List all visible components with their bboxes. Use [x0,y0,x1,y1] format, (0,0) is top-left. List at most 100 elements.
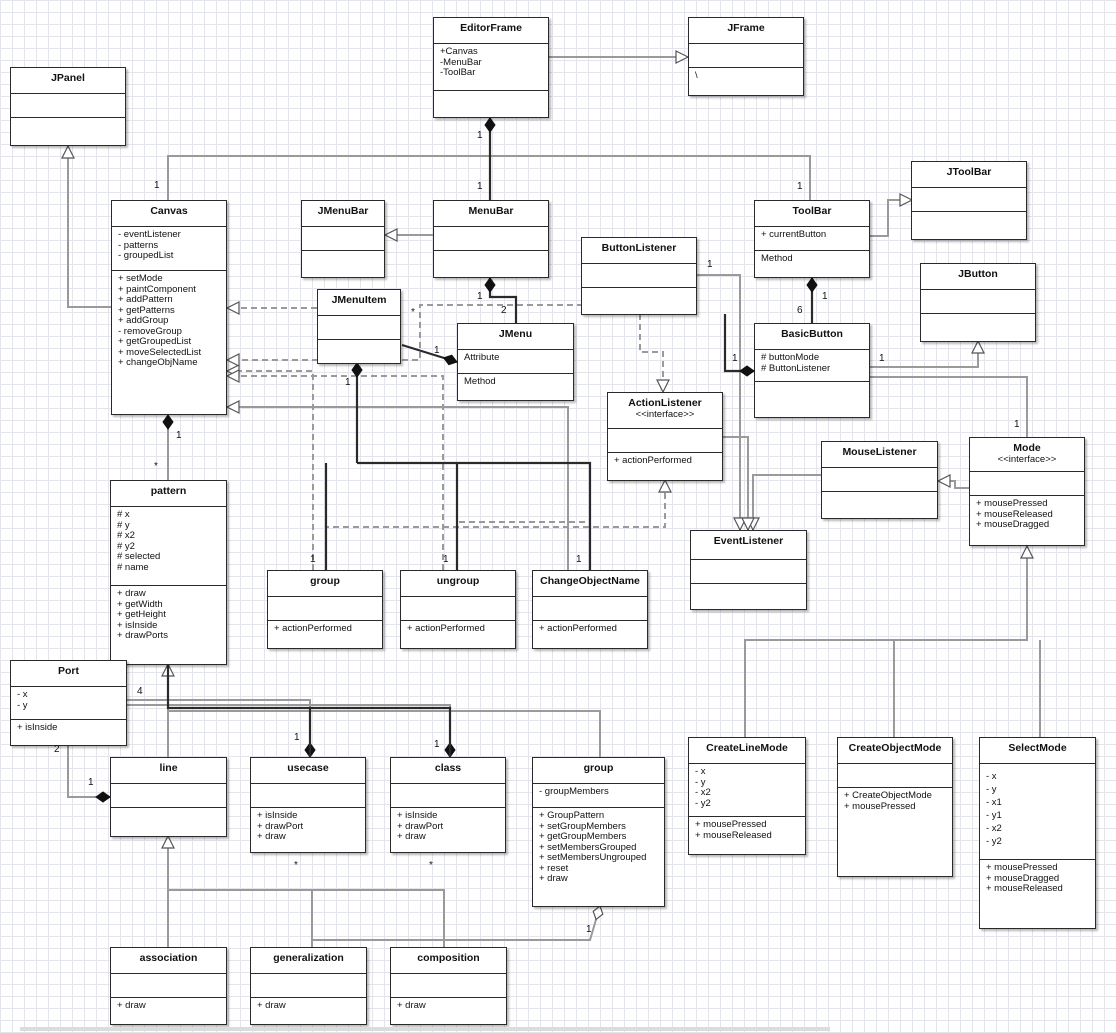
class-editorframe[interactable]: EditorFrame +Canvas -MenuBar -ToolBar [433,17,549,118]
method: + mousePressed [844,800,916,812]
method: + isInside [397,810,438,821]
class-menubar[interactable]: MenuBar [433,200,549,278]
method: + moveSelectedList [118,346,202,358]
class-name: JMenuBar [317,205,369,217]
class-composition[interactable]: composition + draw [390,947,507,1025]
class-name: ButtonListener [601,242,677,254]
class-jpanel[interactable]: JPanel [10,67,126,146]
class-buttonlistener[interactable]: ButtonListener [581,237,697,315]
commands-bar [357,461,592,570]
class-port[interactable]: Port - x - y + isInside [10,660,127,746]
method: + draw [257,831,286,842]
attribute: # buttonMode [761,352,820,363]
class-group-command[interactable]: group + actionPerformed [267,570,383,649]
multiplicity-label: 1 [797,181,803,192]
class-jmenu[interactable]: JMenu Attribute Method [457,323,574,401]
class-name: Port [58,665,79,677]
multiplicity-label: * [411,307,415,318]
class-mode[interactable]: Mode <<interface>> + mousePressed + mous… [969,437,1085,546]
multiplicity-label: 1 [443,554,449,565]
class-jmenubar[interactable]: JMenuBar [301,200,385,278]
method: + reset [539,862,569,874]
class-class[interactable]: class + isInside + drawPort + draw [390,757,506,853]
class-name: association [139,952,198,964]
stereotype: <<interface>> [635,409,695,420]
class-jtoolbar[interactable]: JToolBar [911,161,1027,240]
multiplicity-label: 1 [822,291,828,302]
createlinemode-mode-generalization [744,546,1027,737]
method: + mousePressed [986,862,1058,873]
class-name: class [434,762,462,774]
method: + getWidth [117,598,163,610]
multiplicity-label: 6 [797,305,803,316]
method: + getHeight [117,609,166,620]
class-name: BasicButton [781,328,843,340]
attribute: +Canvas [440,46,478,57]
multiplicity-label: * [429,860,433,871]
method: + actionPerformed [407,623,485,634]
class-actionlistener[interactable]: ActionListener <<interface>> + actionPer… [607,392,723,481]
attribute: # y2 [117,540,135,552]
attribute: - y [17,699,28,711]
class-changeobjectname[interactable]: ChangeObjectName + actionPerformed [532,570,648,649]
class-name: group [310,575,340,587]
buttonlistener-basicbutton-composition [723,314,755,377]
ungroup-actionlistener-realization [456,521,591,570]
class-usecase[interactable]: usecase + isInside + drawPort + draw [250,757,366,853]
class-name: JFrame [727,22,765,34]
port-line-composition [67,745,111,803]
attribute: - x [17,689,28,700]
class-name: generalization [273,952,344,964]
attribute: - y2 [695,797,711,809]
method: + mouseReleased [986,883,1063,894]
class-pattern[interactable]: pattern # x # y # x2 # y2 # selected # n… [110,480,227,665]
class-generalization[interactable]: generalization + draw [250,947,367,1025]
class-association[interactable]: association + draw [110,947,227,1025]
method: + draw [397,831,426,842]
attribute: Attribute [464,352,500,363]
method: + draw [397,1000,426,1011]
method: + setGroupMembers [539,820,626,832]
class-eventlistener[interactable]: EventListener [690,530,807,610]
class-name: ungroup [436,575,480,587]
multiplicity-label: 1 [586,924,592,935]
method: + mousePressed [695,819,767,830]
ungroup-canvas-dependency [227,376,444,570]
method: + mouseReleased [695,829,772,841]
method: + paintComponent [118,283,196,295]
composition-line-generalization [168,889,445,948]
class-canvas[interactable]: Canvas - eventListener - patterns - grou… [111,200,227,415]
method: + isInside [17,722,58,733]
class-name: composition [417,952,480,964]
class-mouselistener[interactable]: MouseListener [821,441,938,519]
method: + draw [117,1000,146,1011]
class-basicbutton[interactable]: BasicButton # buttonMode # ButtonListene… [754,323,870,418]
group-actionlistener-realization [325,480,665,570]
method: + setMembersUngrouped [539,852,647,863]
method: + drawPort [257,820,304,832]
line-group-aggregation [311,890,600,941]
class-group-shape[interactable]: group - groupMembers + GroupPattern + se… [532,757,665,907]
class-name: CreateObjectMode [848,742,942,754]
method: + CreateObjectMode [844,790,932,801]
class-jmenuitem[interactable]: JMenuItem [317,289,401,364]
attribute: + currentButton [761,229,827,240]
class-selectmode[interactable]: SelectMode - x - y - x1 - y1 - x2 - y2 +… [979,737,1096,929]
class-ungroup[interactable]: ungroup + actionPerformed [400,570,516,649]
changeobjectname-canvas [227,407,569,570]
class-createlinemode[interactable]: CreateLineMode - x - y - x2 - y2 + mouse… [688,737,806,855]
class-createobjectmode[interactable]: CreateObjectMode + CreateObjectMode + mo… [837,737,953,877]
attribute: # selected [117,551,161,562]
class-name: MenuBar [468,205,514,217]
class-toolbar[interactable]: ToolBar + currentButton Method [754,200,870,278]
class-pattern-generalization [310,706,452,757]
multiplicity-label: 1 [477,181,483,192]
multiplicity-label: 1 [576,554,582,565]
usecase-pattern-generalization [166,664,312,757]
class-line[interactable]: line [110,757,227,837]
multiplicity-label: 1 [1014,419,1020,430]
method: + actionPerformed [539,623,617,634]
class-jframe[interactable]: JFrame \ [688,17,804,96]
class-jbutton[interactable]: JButton [920,263,1036,342]
